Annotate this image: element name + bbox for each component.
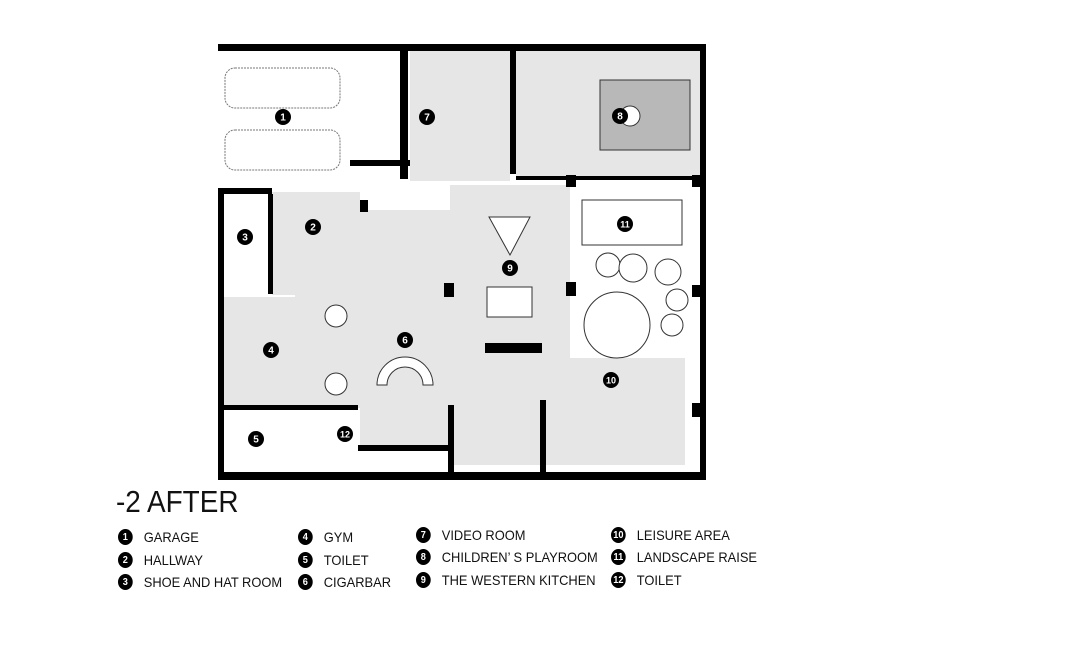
room-marker-7: 7 [419, 109, 435, 125]
plan-title: -2 AFTER [116, 484, 239, 519]
legend-item: 6 CIGARBAR [298, 574, 391, 590]
room-marker-10: 10 [603, 372, 619, 388]
legend-number: 3 [118, 574, 133, 590]
legend-number: 2 [118, 552, 133, 568]
legend-item: 5 TOILET [298, 552, 369, 568]
svg-text:6: 6 [402, 336, 408, 347]
legend-item: 3 SHOE AND HAT ROOM [118, 574, 282, 590]
legend-label: SHOE AND HAT ROOM [143, 574, 283, 590]
legend-item: 12 TOILET [611, 572, 682, 588]
legend-number: 1 [118, 529, 133, 545]
legend-item: 9 THE WESTERN KITCHEN [416, 572, 596, 588]
bar-counter [485, 343, 542, 353]
legend-label: TOILET [636, 572, 682, 588]
legend-item: 8 CHILDREN’ S PLAYROOM [416, 549, 598, 565]
walls [218, 44, 706, 480]
legend-label: VIDEO ROOM [441, 527, 526, 543]
room-marker-9: 9 [502, 260, 518, 276]
legend-number: 4 [298, 529, 313, 545]
svg-text:4: 4 [268, 346, 274, 357]
legend-number: 10 [611, 527, 626, 543]
car-2 [224, 129, 341, 171]
svg-text:2: 2 [310, 223, 316, 234]
legend-label: CIGARBAR [323, 574, 392, 590]
cigar-bar-sofa [376, 356, 434, 386]
legend-number: 7 [416, 527, 431, 543]
legend-item: 2 HALLWAY [118, 552, 203, 568]
legend-label: LEISURE AREA [636, 527, 730, 543]
floor-areas [224, 51, 700, 465]
room-marker-5: 5 [248, 431, 264, 447]
svg-text:11: 11 [620, 220, 630, 230]
legend-label: THE WESTERN KITCHEN [441, 572, 596, 588]
legend-label: HALLWAY [143, 552, 203, 568]
legend-item: 10 LEISURE AREA [611, 527, 730, 543]
gym-floor [224, 297, 295, 408]
kitchen-island [486, 286, 533, 318]
legend-number: 6 [298, 574, 313, 590]
legend-label: TOILET [323, 552, 369, 568]
dining-table [488, 216, 531, 257]
room-markers: 1 2 3 4 5 6 7 8 9 10 11 12 [237, 108, 633, 447]
legend-item: 11 LANDSCAPE RAISE [611, 549, 757, 565]
room-marker-12: 12 [337, 426, 353, 442]
room-marker-11: 11 [617, 216, 633, 232]
legend-item: 4 GYM [298, 529, 353, 545]
legend-label: LANDSCAPE RAISE [636, 549, 758, 565]
room-marker-8: 8 [612, 108, 628, 124]
legend-number: 9 [416, 572, 431, 588]
legend-number: 11 [611, 549, 626, 565]
svg-text:12: 12 [340, 430, 350, 440]
svg-text:8: 8 [617, 112, 623, 123]
room-marker-1: 1 [275, 109, 291, 125]
svg-text:3: 3 [242, 233, 248, 244]
legend-label: GARAGE [143, 529, 199, 545]
legend-item: 7 VIDEO ROOM [416, 527, 525, 543]
legend-label: GYM [323, 529, 354, 545]
spiral-stair [583, 291, 651, 359]
legend-item: 1 GARAGE [118, 529, 199, 545]
room-marker-6: 6 [397, 332, 413, 348]
legend-number: 5 [298, 552, 313, 568]
svg-text:1: 1 [280, 113, 286, 124]
svg-text:9: 9 [507, 264, 513, 275]
room-marker-4: 4 [263, 342, 279, 358]
legend-number: 12 [611, 572, 626, 588]
room-marker-2: 2 [305, 219, 321, 235]
svg-text:10: 10 [606, 376, 616, 386]
trees [324, 252, 689, 396]
legend-label: CHILDREN’ S PLAYROOM [441, 549, 598, 565]
svg-text:5: 5 [253, 435, 259, 446]
hall-floor [272, 185, 570, 465]
legend-number: 8 [416, 549, 431, 565]
car-1 [224, 67, 341, 109]
svg-text:7: 7 [424, 113, 430, 124]
room-marker-3: 3 [237, 229, 253, 245]
